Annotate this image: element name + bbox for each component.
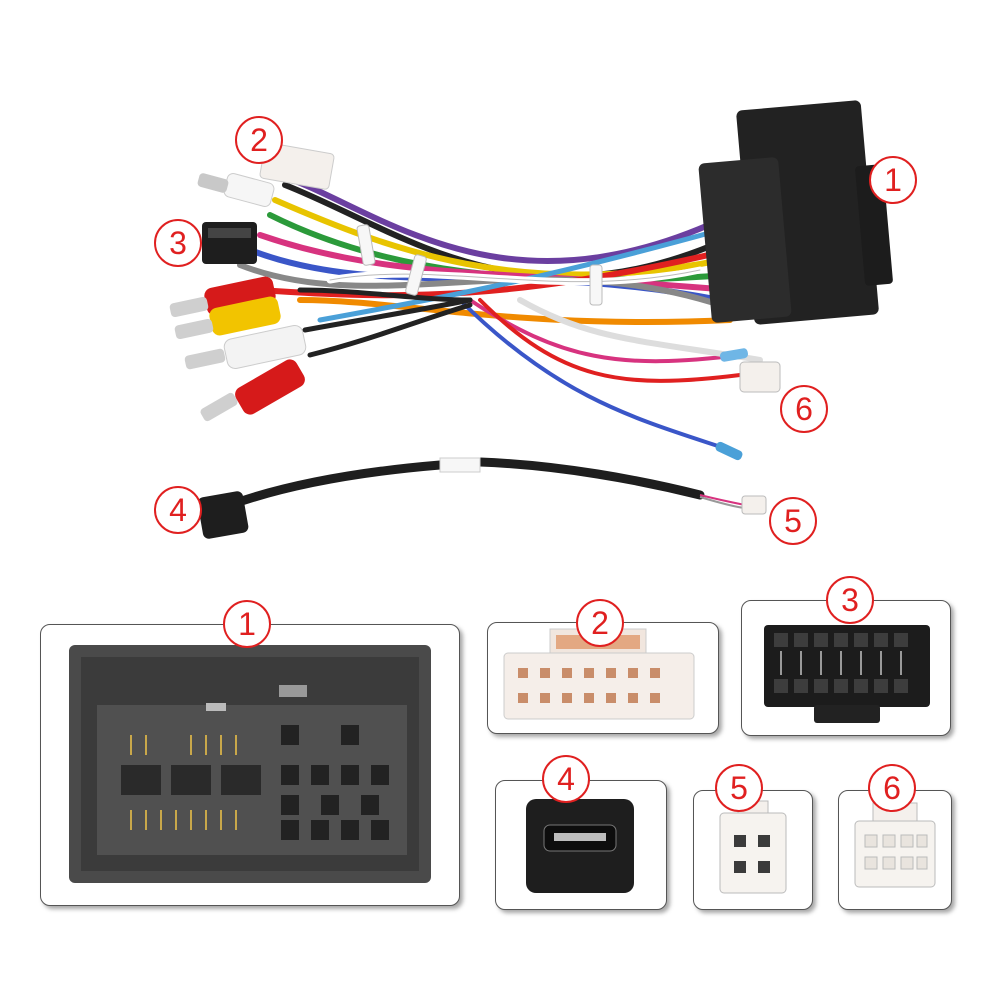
panel-6-label: 6 [868, 764, 916, 812]
callout-6: 6 [780, 385, 828, 433]
cable-ties [356, 224, 603, 306]
panel-2-label: 2 [576, 599, 624, 647]
panel-connector-4 [495, 780, 667, 910]
panel-connector-5 [693, 790, 813, 910]
callout-4: 4 [154, 486, 202, 534]
panel-connector-1 [40, 624, 460, 906]
connector-1-main-plug [698, 100, 893, 325]
rca-plugs [169, 276, 307, 422]
connector-6-small-plug [715, 348, 781, 461]
connector-4-usb-plug [197, 491, 249, 539]
panel-5-label: 5 [715, 764, 763, 812]
rca-white-top [197, 173, 275, 207]
callout-3: 3 [154, 219, 202, 267]
usb-cable [225, 457, 746, 510]
callout-1: 1 [869, 156, 917, 204]
panel-4-label: 4 [542, 755, 590, 803]
connector-3-closeup [764, 625, 930, 723]
wire-bundle [237, 172, 763, 452]
callout-2: 2 [235, 116, 283, 164]
connector-1-closeup [69, 645, 431, 883]
panel-1-label: 1 [223, 600, 271, 648]
connector-5-closeup [719, 800, 787, 894]
connector-5-tiny-plug [741, 495, 767, 515]
callout-5: 5 [769, 497, 817, 545]
wiring-harness-illustration [169, 100, 893, 539]
connector-4-closeup [526, 799, 634, 893]
connector-3-black-plug [202, 222, 257, 264]
panel-3-label: 3 [826, 576, 874, 624]
